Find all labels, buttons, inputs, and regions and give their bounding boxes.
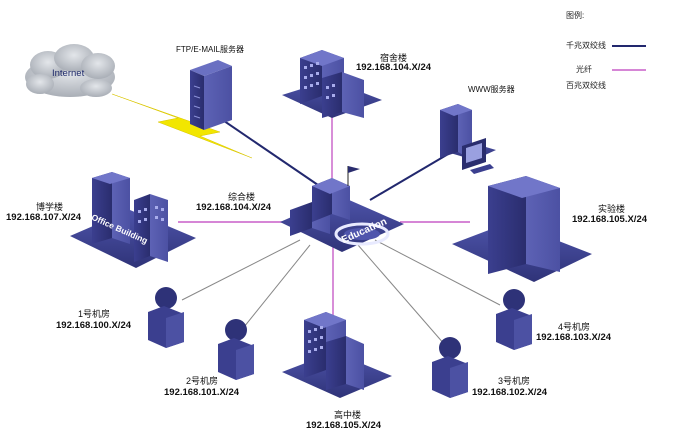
room4-label: 4号机房 bbox=[558, 322, 591, 332]
room4-ip: 192.168.103.X/24 bbox=[536, 332, 612, 343]
user-room2-icon bbox=[218, 319, 254, 380]
dormitory-building-icon bbox=[282, 50, 382, 118]
user-room3-icon bbox=[432, 337, 468, 398]
central-hub-building-icon bbox=[280, 166, 404, 252]
ftp-server-icon bbox=[190, 60, 232, 130]
hub-label: 综合楼 bbox=[228, 192, 256, 202]
legend-fiber-label: 光纤 bbox=[576, 65, 592, 74]
link-ftp bbox=[207, 109, 319, 186]
room1-label: 1号机房 bbox=[78, 309, 111, 319]
room2-label: 2号机房 bbox=[186, 376, 219, 386]
user-room1-icon bbox=[148, 287, 184, 348]
room3-label: 3号机房 bbox=[498, 376, 531, 386]
dorm-ip: 192.168.104.X/24 bbox=[356, 62, 432, 73]
link-room1 bbox=[181, 239, 301, 301]
legend-100m-label: 百兆双绞线 bbox=[566, 81, 606, 90]
gaozhong-ip: 192.168.105.X/24 bbox=[306, 420, 382, 431]
room2-ip: 192.168.101.X/24 bbox=[164, 387, 240, 398]
lab-building-icon bbox=[452, 176, 592, 282]
legend-title: 图例: bbox=[566, 11, 585, 20]
room3-ip: 192.168.102.X/24 bbox=[472, 387, 548, 398]
lab-label: 实验楼 bbox=[598, 204, 626, 214]
www-server-label: WWW服务器 bbox=[468, 85, 515, 94]
boxue-label: 博学楼 bbox=[36, 202, 64, 212]
boxue-ip: 192.168.107.X/24 bbox=[6, 212, 82, 223]
www-server-icon bbox=[440, 104, 496, 174]
link-www bbox=[369, 149, 456, 201]
ftp-server-label: FTP/E-MAIL服务器 bbox=[176, 45, 245, 54]
link-room4 bbox=[374, 239, 501, 306]
dorm-label: 宿舍楼 bbox=[380, 53, 408, 63]
legend-gigabit-label: 千兆双绞线 bbox=[566, 41, 606, 50]
connections bbox=[178, 109, 501, 346]
high-school-building-icon bbox=[282, 312, 392, 398]
lightning-bolt-icon bbox=[111, 93, 253, 159]
legend-lines bbox=[612, 45, 646, 71]
user-room4-icon bbox=[496, 289, 532, 350]
lab-ip: 192.168.105.X/24 bbox=[572, 214, 648, 225]
link-room2 bbox=[239, 244, 311, 333]
office-building-icon bbox=[70, 172, 196, 268]
internet-label: Internet bbox=[52, 68, 85, 79]
link-room3 bbox=[357, 244, 446, 346]
room1-ip: 192.168.100.X/24 bbox=[56, 320, 132, 331]
internet-cloud-icon bbox=[25, 44, 115, 97]
gaozhong-label: 高中楼 bbox=[334, 410, 362, 420]
hub-ip: 192.168.104.X/24 bbox=[196, 202, 272, 213]
